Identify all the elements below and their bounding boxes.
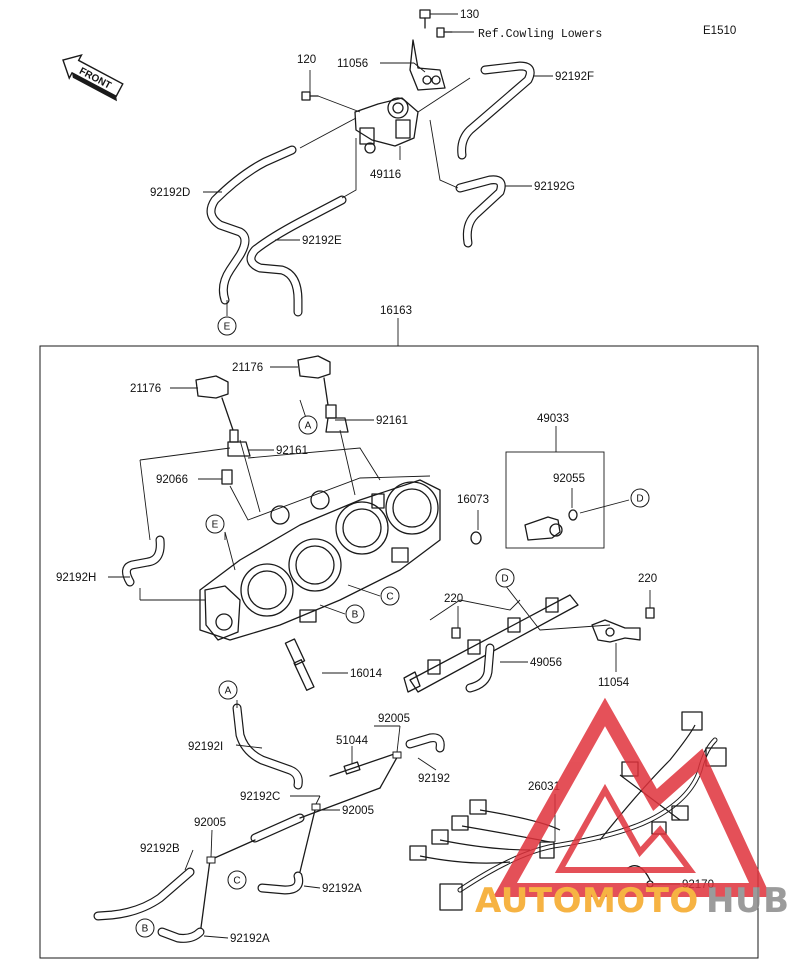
hose-92192A-lower (157, 927, 205, 943)
hose-92192B (93, 867, 195, 921)
label-92192D: 92192D (150, 187, 190, 199)
hose-92192F (457, 61, 535, 160)
svg-text:A: A (225, 686, 232, 697)
label-49056: 49056 (530, 657, 562, 669)
hose-92192A-upper (257, 871, 304, 895)
callout-B-low: B (135, 918, 155, 938)
sensor-21176-left (195, 375, 251, 457)
joint-92005-low (206, 856, 216, 864)
front-arrow-icon: FRONT (62, 54, 124, 102)
label-16014: 16014 (350, 668, 383, 680)
label-11054: 11054 (598, 677, 630, 689)
svg-text:D: D (501, 574, 508, 585)
joint-92005-mid (311, 803, 321, 811)
label-51044: 51044 (336, 735, 369, 747)
svg-text:C: C (386, 592, 393, 603)
hose-92192 (405, 733, 445, 753)
svg-text:E: E (224, 322, 231, 333)
upper-valve-group (203, 9, 553, 317)
hose-92192I (232, 703, 303, 790)
hose-92192D (206, 145, 297, 305)
callout-E-mid: E (205, 514, 225, 534)
label-16073: 16073 (457, 494, 489, 506)
throttle-body-assembly (199, 479, 441, 641)
callout-D-rail: D (495, 568, 515, 588)
sensor-21176-right (297, 355, 349, 433)
label-92161-right: 92161 (376, 415, 408, 427)
hose-92192E (246, 195, 347, 317)
tube-link-a (199, 859, 211, 936)
ref-note: Ref.Cowling Lowers (478, 28, 602, 41)
label-92192E: 92192E (302, 235, 342, 247)
diagram-code: E1510 (703, 25, 736, 37)
seal-16073 (470, 531, 482, 545)
label-92055: 92055 (553, 473, 585, 485)
label-11056: 11056 (337, 58, 368, 70)
assembly-frame (39, 345, 759, 959)
joint-51044 (329, 751, 401, 777)
callout-C-low: C (227, 870, 247, 890)
label-26031: 26031 (528, 781, 560, 793)
svg-text:B: B (142, 924, 149, 935)
label-92192: 92192 (418, 773, 450, 785)
label-120: 120 (297, 54, 316, 66)
callout-A-top: A (298, 415, 318, 435)
callout-A-low: A (218, 680, 238, 700)
injector-box (505, 451, 605, 549)
label-92005-top: 92005 (378, 713, 410, 725)
label-49033: 49033 (537, 413, 569, 425)
watermark-logo: AUTOMOTO HUB (475, 697, 789, 921)
bracket-11054 (591, 619, 641, 643)
label-49116: 49116 (370, 169, 401, 181)
label-16163: 16163 (380, 305, 412, 317)
bolt-ref (436, 27, 453, 38)
fuel-rail-49056 (403, 594, 579, 693)
label-130: 130 (460, 9, 479, 21)
tube-link-b (209, 839, 256, 861)
injector-49033 (524, 509, 578, 541)
callout-C-mid: C (380, 586, 400, 606)
label-92005-mid: 92005 (342, 805, 374, 817)
label-92161-left: 92161 (276, 445, 308, 457)
label-92192I: 92192I (188, 741, 223, 753)
label-92192G: 92192G (534, 181, 575, 193)
bracket-11056 (409, 39, 446, 91)
valve-49116 (354, 97, 419, 154)
label-220-left: 220 (444, 593, 463, 605)
label-92192A-upper: 92192A (322, 883, 362, 895)
svg-text:C: C (233, 876, 240, 887)
svg-text:B: B (352, 610, 359, 621)
hose-92192H (122, 535, 165, 587)
callout-E-top: E (217, 316, 237, 336)
bolt-220-left (451, 627, 461, 639)
joint-92005-top (392, 751, 402, 759)
bolt-130 (419, 9, 431, 29)
watermark-text-1: AUTOMOTO (475, 881, 699, 921)
hose-92192C (250, 787, 381, 843)
label-21176-left: 21176 (130, 383, 161, 395)
label-92192B: 92192B (140, 843, 180, 855)
bolt-220-right (645, 607, 655, 619)
svg-text:E: E (212, 520, 219, 531)
watermark-text-2: HUB (706, 881, 789, 921)
label-92192F: 92192F (555, 71, 594, 83)
label-92066: 92066 (156, 474, 188, 486)
bolt-120 (301, 91, 319, 101)
svg-text:A: A (305, 421, 312, 432)
label-220-right: 220 (638, 573, 657, 585)
cap-92066 (221, 469, 233, 485)
label-92005-low: 92005 (194, 817, 226, 829)
svg-text:D: D (636, 494, 643, 505)
callout-B-mid: B (345, 604, 365, 624)
callout-D-right: D (630, 488, 650, 508)
sensor-16014 (284, 638, 315, 691)
tube-link-down (297, 809, 316, 881)
hose-92192G (455, 175, 506, 248)
label-92192A-lower: 92192A (230, 933, 270, 945)
label-92192C: 92192C (240, 791, 280, 803)
label-92192H: 92192H (56, 572, 96, 584)
label-21176-right: 21176 (232, 362, 263, 374)
